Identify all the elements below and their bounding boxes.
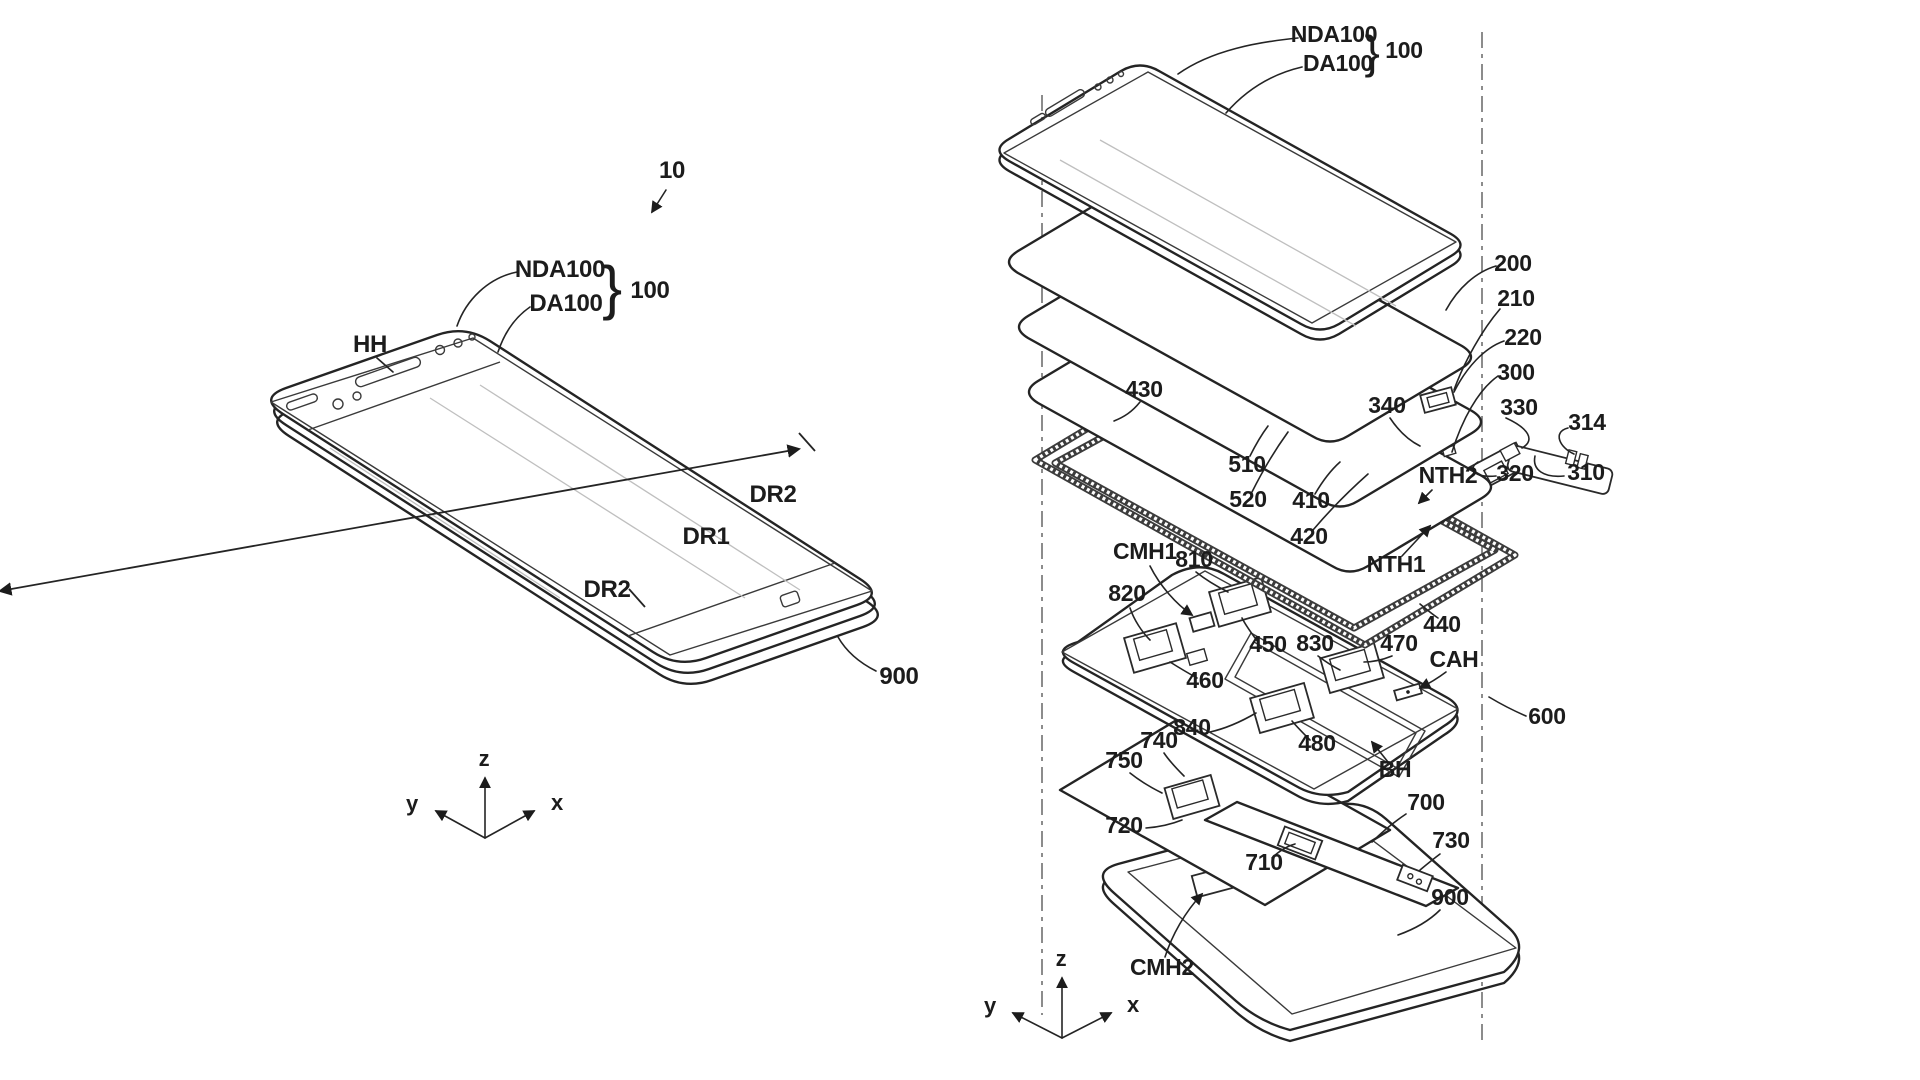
- callout-cmh1: CMH1: [1113, 538, 1177, 564]
- callout-410: 410: [1292, 487, 1329, 513]
- callout-700: 700: [1407, 789, 1444, 815]
- callout-100-left: 100: [630, 277, 669, 304]
- callout-320: 320: [1496, 460, 1533, 486]
- callout-dr2-upper: DR2: [749, 481, 796, 508]
- callout-710: 710: [1245, 849, 1282, 875]
- callout-nth2: NTH2: [1419, 462, 1478, 488]
- axis-y-right: y: [984, 993, 997, 1018]
- callout-900-left: 900: [879, 663, 918, 690]
- axis-x-right: x: [1127, 992, 1140, 1017]
- callout-200: 200: [1494, 250, 1531, 276]
- leader-nda100-right: [1178, 38, 1298, 74]
- callout-310: 310: [1567, 459, 1604, 485]
- callout-420: 420: [1290, 523, 1327, 549]
- leader-da100-right: [1226, 67, 1302, 113]
- callout-600: 600: [1528, 703, 1565, 729]
- callout-nda100-left: NDA100: [515, 256, 605, 283]
- axis-z-left: z: [479, 746, 490, 771]
- callout-810: 810: [1175, 546, 1212, 572]
- callout-460: 460: [1186, 667, 1223, 693]
- callout-dr2-lower: DR2: [583, 576, 630, 603]
- figure-ref-10-arrow: [652, 190, 666, 212]
- callout-740: 740: [1140, 727, 1177, 753]
- callout-340: 340: [1368, 392, 1405, 418]
- callout-220: 220: [1504, 324, 1541, 350]
- callout-440: 440: [1423, 611, 1460, 637]
- left-figure: 10 NDA100 DA100 } 100 HH DR2 DR1 DR2 900…: [0, 157, 919, 838]
- callout-520: 520: [1229, 486, 1266, 512]
- figure-ref-10: 10: [659, 157, 685, 184]
- callout-330: 330: [1500, 394, 1537, 420]
- callout-830: 830: [1296, 630, 1333, 656]
- callout-cah: CAH: [1430, 646, 1479, 672]
- leader-cah: [1420, 672, 1446, 688]
- leader-330: [1506, 418, 1529, 448]
- axis-triad-right: z y x: [984, 946, 1140, 1038]
- callout-da100-right: DA100: [1303, 50, 1373, 76]
- axis-x-left: x: [551, 790, 564, 815]
- leader-200: [1446, 266, 1496, 310]
- callout-100-right: 100: [1385, 37, 1422, 63]
- callout-900-right: 900: [1431, 884, 1468, 910]
- axis-y-left: y: [406, 791, 419, 816]
- callout-840: 840: [1173, 714, 1210, 740]
- brace-left: }: [602, 254, 622, 321]
- callout-300: 300: [1497, 359, 1534, 385]
- callout-hh: HH: [353, 331, 387, 358]
- callout-510: 510: [1228, 451, 1265, 477]
- callout-bh: BH: [1379, 756, 1412, 782]
- callout-210: 210: [1497, 285, 1534, 311]
- callout-cmh2: CMH2: [1130, 954, 1194, 980]
- leader-600: [1489, 697, 1526, 716]
- right-figure: NDA100 DA100 } 100 200 210 220 300 340 3…: [984, 21, 1614, 1045]
- callout-820: 820: [1108, 580, 1145, 606]
- leader-900-left: [838, 637, 876, 671]
- brace-right: }: [1364, 26, 1379, 78]
- callout-480: 480: [1298, 730, 1335, 756]
- callout-dr1: DR1: [682, 523, 729, 550]
- axis-triad-left: z y x: [406, 746, 564, 838]
- leader-da100-left: [498, 307, 530, 352]
- callout-da100-left: DA100: [529, 290, 602, 317]
- callout-470: 470: [1380, 630, 1417, 656]
- callout-nth1: NTH1: [1367, 551, 1426, 577]
- callout-730: 730: [1432, 827, 1469, 853]
- axis-z-right: z: [1056, 946, 1067, 971]
- callout-450: 450: [1249, 631, 1286, 657]
- leader-nda100-left: [457, 272, 517, 326]
- callout-430: 430: [1125, 376, 1162, 402]
- callout-750: 750: [1105, 747, 1142, 773]
- callout-720: 720: [1105, 812, 1142, 838]
- callout-314: 314: [1568, 409, 1606, 435]
